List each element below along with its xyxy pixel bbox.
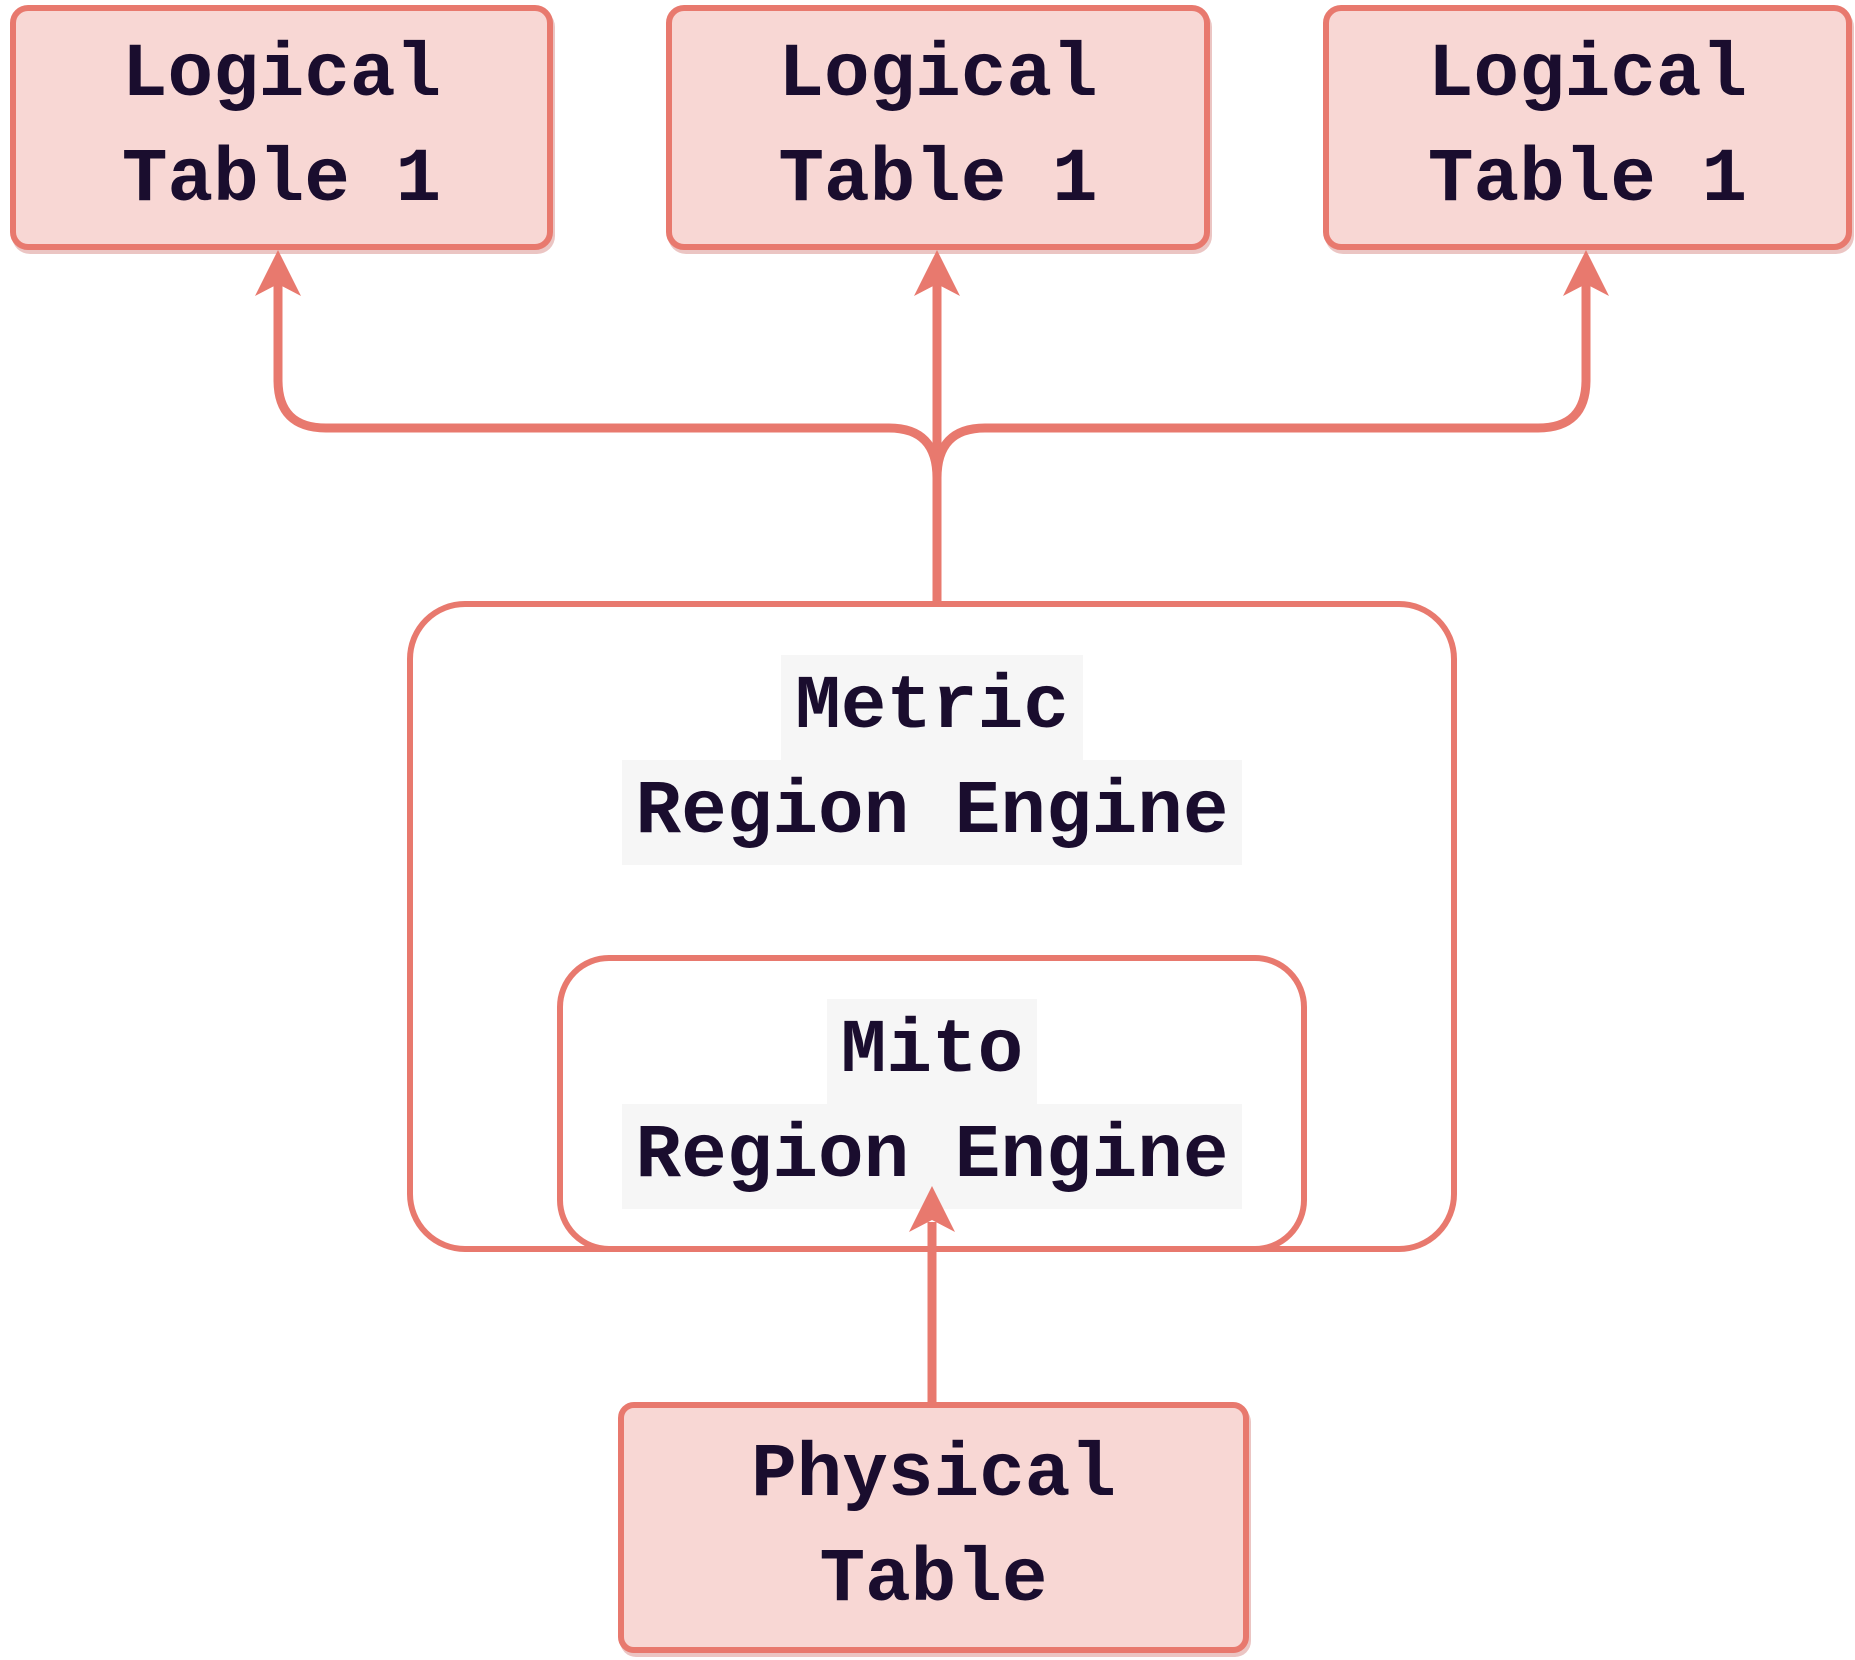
node-label-line: Logical [1427,31,1748,118]
connector-metric-to-logical-right [932,281,1591,479]
arrowhead-logical-center [914,250,960,296]
node-mito-region-engine: Mito Region Engine [557,955,1307,1252]
node-logical-table-1-right: Logical Table 1 [1323,5,1852,250]
node-physical-table: Physical Table [618,1402,1249,1653]
node-label-line: Table 1 [1427,136,1748,223]
arrowhead-logical-right [1563,250,1609,296]
node-logical-table-1-center: Logical Table 1 [666,5,1210,250]
node-label-line: Region Engine [621,760,1243,865]
node-label-line: Logical [778,31,1098,118]
connector-metric-to-logical-left [273,281,942,479]
arrowhead-logical-left [255,250,301,296]
node-label-line: Logical [121,31,442,118]
node-label-line: Table 1 [121,136,442,223]
node-label-line: Table [819,1536,1048,1623]
node-label-line: Metric [781,655,1083,760]
node-label-line: Mito [826,998,1038,1104]
node-label-line: Table 1 [778,136,1098,223]
node-label-line: Region Engine [621,1103,1243,1209]
node-label-line: Physical [751,1431,1116,1518]
node-logical-table-1-left: Logical Table 1 [10,5,553,250]
